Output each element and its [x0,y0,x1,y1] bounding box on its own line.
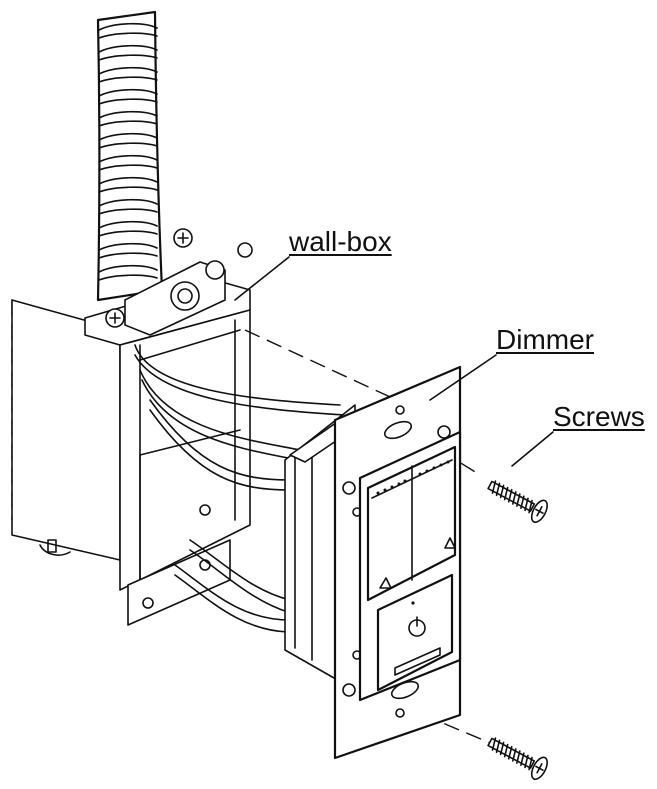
flex-conduit [96,10,164,302]
screw-top [487,480,548,524]
alignment-line-screw-bottom [399,704,496,746]
dimmer [284,365,462,760]
wall-box-label: wall-box [289,226,392,257]
screw-bottom [487,737,548,781]
leader-dimmer [429,354,497,401]
leader-lines [234,256,554,467]
leader-wall-box [234,256,290,301]
wires [134,344,346,633]
dimmer-label: Dimmer [496,324,594,355]
leader-screws [511,431,554,467]
screws-label: Screws [553,401,645,432]
